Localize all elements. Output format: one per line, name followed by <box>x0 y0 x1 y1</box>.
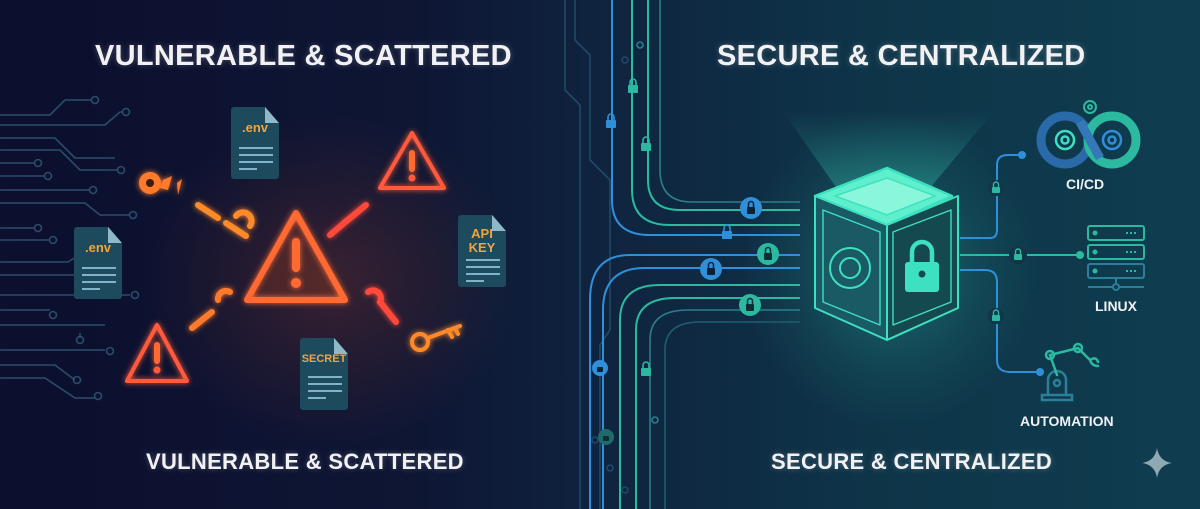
sparkle-icon <box>1142 448 1172 478</box>
broken-chain-icons <box>189 202 399 331</box>
left-panel-caption: VULNERABLE & SCATTERED <box>146 449 464 474</box>
right-lock-nodes <box>988 180 1027 324</box>
key-icon <box>410 324 462 352</box>
warning-icons <box>125 131 446 383</box>
right-panel-caption: SECURE & CENTRALIZED <box>771 449 1053 474</box>
lock-nodes <box>592 78 779 445</box>
right-panel-title: SECURE & CENTRALIZED <box>717 40 1086 72</box>
secret-file-icon: SECRET <box>300 338 348 410</box>
broken-key-icon <box>139 172 182 195</box>
middle-circuit-traces <box>564 0 800 509</box>
vault-safe-icon <box>813 166 959 341</box>
cicd-label: CI/CD <box>1066 176 1105 192</box>
automation-label: AUTOMATION <box>1020 413 1114 429</box>
env-file-icon-top: .env <box>231 107 279 179</box>
automation-robot-arm-icon <box>1040 342 1100 402</box>
left-panel-title: VULNERABLE & SCATTERED <box>95 40 512 72</box>
light-beam <box>782 110 995 200</box>
env-file-icon-left: .env <box>74 227 122 299</box>
linux-server-icon <box>1087 225 1145 291</box>
linux-label: LINUX <box>1095 298 1137 314</box>
cicd-infinity-icon <box>1036 100 1141 169</box>
